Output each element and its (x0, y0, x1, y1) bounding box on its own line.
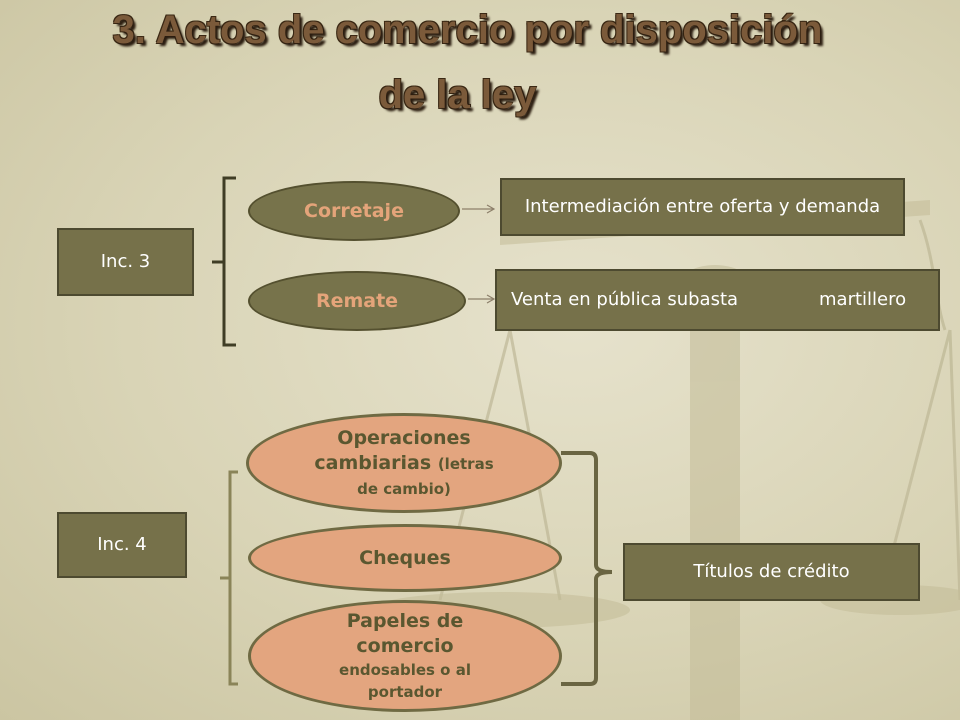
inc3-label: Inc. 3 (100, 251, 151, 272)
corretaje-label: Corretaje (304, 200, 404, 222)
remate-oval: Remate (248, 271, 466, 331)
operaciones-oval: Operaciones cambiarias (letras de cambio… (246, 413, 562, 513)
papeles-oval: Papeles de comercio endosables o al port… (248, 600, 562, 712)
remate-desc: Venta en pública subasta (511, 289, 739, 310)
remate-extra: martillero (819, 289, 907, 310)
cheques-label: Cheques (359, 546, 451, 569)
operaciones-sub: (letras de cambio) (357, 454, 494, 498)
corretaje-desc: Intermediación entre oferta y demanda (524, 196, 881, 217)
cheques-oval: Cheques (248, 524, 562, 592)
titulos-label: Títulos de crédito (693, 561, 850, 582)
inc4-label: Inc. 4 (97, 534, 147, 555)
corretaje-oval: Corretaje (248, 181, 460, 241)
inc4-box: Inc. 4 (57, 512, 187, 578)
arrow-right-icon (462, 204, 496, 304)
papeles-main: Papeles de comercio (346, 610, 464, 657)
inc3-bracket (222, 176, 236, 347)
titulos-box: Títulos de crédito (623, 543, 920, 601)
inc4-right-bracket (561, 451, 613, 686)
inc4-left-bracket (228, 470, 238, 686)
corretaje-desc-box: Intermediación entre oferta y demanda (500, 178, 905, 236)
page-title-line2: de la ley (378, 73, 537, 117)
remate-label: Remate (315, 290, 399, 312)
inc3-box: Inc. 3 (57, 228, 194, 296)
page-title-line1: 3. Actos de comercio por disposición (112, 8, 823, 52)
operaciones-main: Operaciones cambiarias (314, 426, 471, 474)
remate-desc-box: Venta en pública subasta martillero (495, 269, 940, 331)
papeles-sub: endosables o al portador (339, 661, 471, 701)
